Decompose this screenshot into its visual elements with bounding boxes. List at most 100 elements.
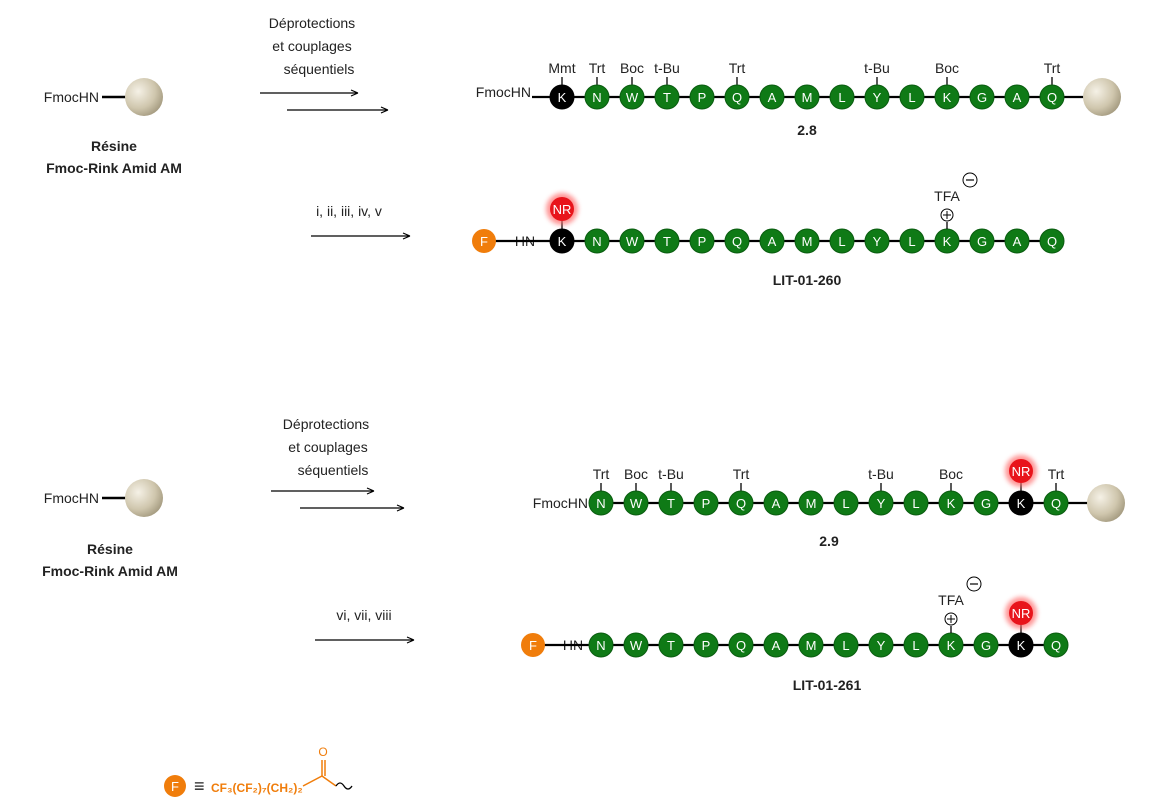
scheme1-start: FmocHN Résine Fmoc-Rink Amid AM bbox=[44, 78, 182, 176]
residue-letter: K bbox=[947, 638, 956, 653]
residue-letter: Q bbox=[1051, 638, 1061, 653]
residue-letter: Q bbox=[1051, 496, 1061, 511]
residue-letter: Q bbox=[1047, 90, 1057, 105]
compound-label: 2.9 bbox=[819, 533, 839, 549]
reagent-line: et couplages bbox=[288, 439, 367, 455]
residue-circle bbox=[798, 490, 824, 516]
fluoro-tag-icon bbox=[472, 229, 496, 253]
residue-circle bbox=[623, 490, 649, 516]
residue-circle bbox=[1004, 84, 1030, 110]
residue-circle bbox=[903, 632, 929, 658]
residue-circle bbox=[1039, 228, 1065, 254]
residue-circle bbox=[794, 84, 820, 110]
residue-letter: A bbox=[768, 90, 777, 105]
residue-circle bbox=[1004, 228, 1030, 254]
residue-circle bbox=[689, 84, 715, 110]
residue-letter: T bbox=[663, 90, 671, 105]
protecting-group-label: Boc bbox=[939, 466, 963, 482]
residue-letter: L bbox=[908, 90, 915, 105]
residue-circle bbox=[798, 632, 824, 658]
reagent-line: séquentiels bbox=[298, 462, 369, 478]
residue-circle bbox=[658, 632, 684, 658]
nr-label-text: NR bbox=[1012, 464, 1031, 479]
residue-letter: Q bbox=[736, 496, 746, 511]
residue-circle bbox=[689, 228, 715, 254]
plus-sign bbox=[947, 615, 955, 623]
residue-circle bbox=[903, 490, 929, 516]
residue-circle bbox=[759, 228, 785, 254]
residue-circle bbox=[973, 632, 999, 658]
residue-circle bbox=[829, 228, 855, 254]
compound-label: 2.8 bbox=[797, 122, 817, 138]
residue-letter: Y bbox=[873, 234, 882, 249]
residue-letter: W bbox=[626, 234, 639, 249]
residue-circle bbox=[654, 228, 680, 254]
residue-circle bbox=[829, 84, 855, 110]
residue-circle bbox=[588, 632, 614, 658]
residue-letter: Q bbox=[732, 90, 742, 105]
residue-circle bbox=[623, 632, 649, 658]
protecting-group-label: Trt bbox=[729, 60, 746, 76]
residue-circle bbox=[934, 84, 960, 110]
residue-letter: Y bbox=[877, 496, 886, 511]
residue-letter: K bbox=[558, 234, 567, 249]
nr-label-icon bbox=[1009, 601, 1033, 625]
residue-letter: Y bbox=[873, 90, 882, 105]
residue-letter: K bbox=[558, 90, 567, 105]
reaction-arrow bbox=[300, 504, 405, 512]
residue-letter: T bbox=[663, 234, 671, 249]
resin-bead-icon bbox=[1087, 484, 1125, 522]
equivalence-sign: ≡ bbox=[194, 776, 205, 796]
residue-circle bbox=[763, 632, 789, 658]
residue-circle bbox=[759, 84, 785, 110]
residue-letter: Q bbox=[1047, 234, 1057, 249]
residue-letter: K bbox=[1017, 496, 1026, 511]
residue-letter: M bbox=[802, 234, 813, 249]
protecting-group-label: t-Bu bbox=[654, 60, 680, 76]
residue-circle bbox=[619, 84, 645, 110]
residue-circle bbox=[969, 228, 995, 254]
nr-label-text: NR bbox=[553, 202, 572, 217]
residue-letter: P bbox=[698, 90, 707, 105]
residue-letter: T bbox=[667, 638, 675, 653]
residue-circle bbox=[969, 84, 995, 110]
attachment-wavy-bond bbox=[335, 782, 353, 790]
protecting-group-label: Boc bbox=[935, 60, 959, 76]
residue-letter: N bbox=[596, 638, 605, 653]
residue-letter: L bbox=[838, 90, 845, 105]
residue-letter: G bbox=[977, 234, 987, 249]
residue-circle bbox=[868, 632, 894, 658]
resin-type: Fmoc-Rink Amid AM bbox=[46, 160, 182, 176]
residue-circle bbox=[658, 490, 684, 516]
protecting-group-label: Trt bbox=[733, 466, 750, 482]
compound-label: LIT-01-261 bbox=[793, 677, 862, 693]
residue-letter: A bbox=[772, 638, 781, 653]
fluoro-tag-legend: F ≡ CF₃(CF₂)₇(CH₂)₂ O bbox=[164, 745, 353, 797]
residue-letter: K bbox=[947, 496, 956, 511]
residue-letter: A bbox=[772, 496, 781, 511]
nr-label-icon bbox=[1009, 459, 1033, 483]
reaction-arrow bbox=[315, 636, 415, 644]
counterion-label: TFA bbox=[934, 188, 960, 204]
residue-circle bbox=[833, 490, 859, 516]
reaction-arrow bbox=[260, 89, 359, 97]
conditions-label: vi, vii, viii bbox=[336, 607, 391, 623]
protecting-group-label: Boc bbox=[620, 60, 644, 76]
resin-bead-icon bbox=[1083, 78, 1121, 116]
residue-letter: L bbox=[912, 496, 919, 511]
residue-letter: G bbox=[981, 638, 991, 653]
reagent-line: et couplages bbox=[272, 38, 351, 54]
residue-letter: L bbox=[838, 234, 845, 249]
residue-circle bbox=[973, 490, 999, 516]
resin-bead-icon bbox=[125, 479, 163, 517]
plus-sign bbox=[943, 211, 951, 219]
residue-letter: W bbox=[630, 496, 643, 511]
residue-circle bbox=[588, 490, 614, 516]
residue-letter: A bbox=[1013, 90, 1022, 105]
residue-letter: N bbox=[596, 496, 605, 511]
chain-prefix: FmocHN bbox=[476, 84, 531, 100]
residue-circle bbox=[1039, 84, 1065, 110]
reaction-arrow bbox=[271, 487, 375, 495]
